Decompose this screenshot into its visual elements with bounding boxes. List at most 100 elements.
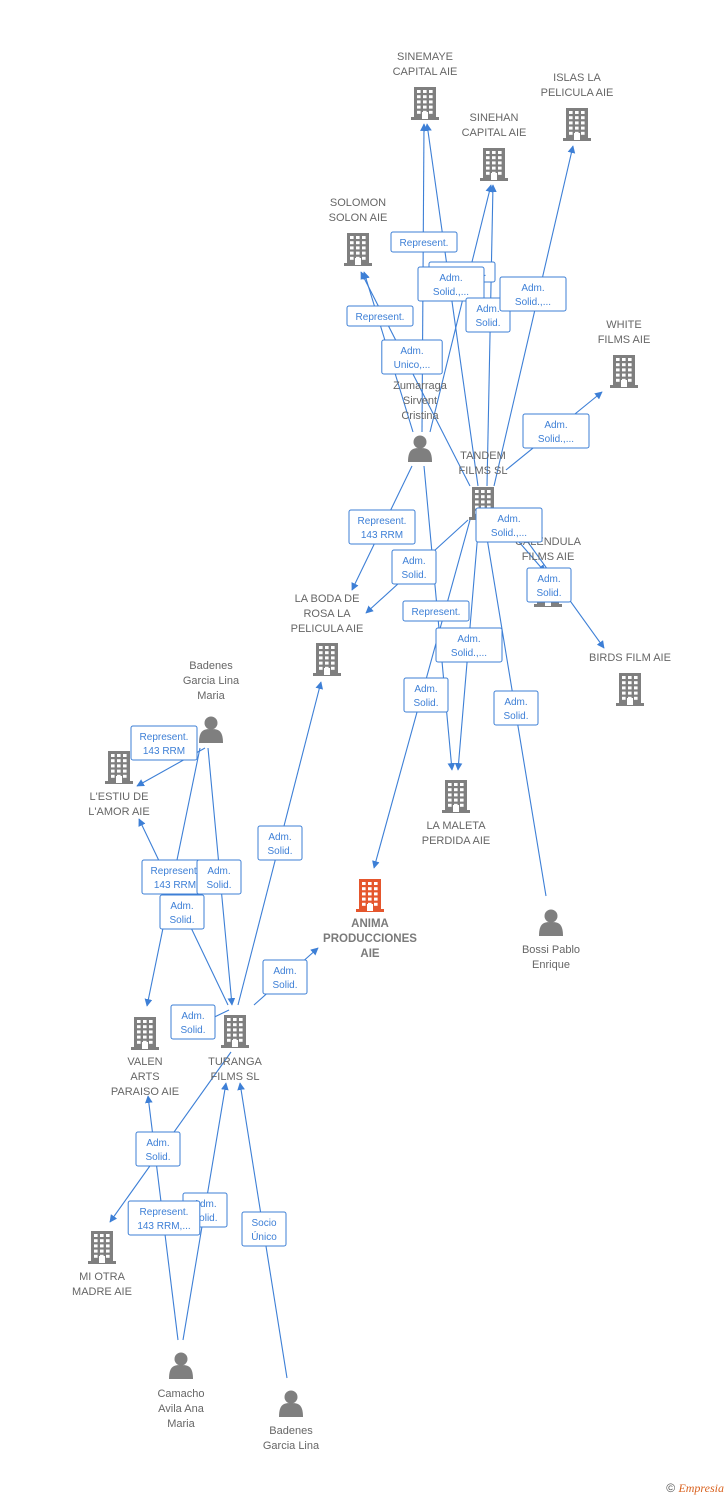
edge-label-badenes_m-to-turanga[interactable]: Adm.Solid. [196, 859, 242, 895]
edge-label-text: Adm. [537, 574, 560, 585]
node-label: ROSA LA [303, 608, 351, 620]
node-label: Bossi Pablo [522, 944, 580, 956]
building-icon [105, 751, 133, 784]
edge-label-text: 143 RRM [154, 880, 196, 891]
edge-label-turanga-to-anima[interactable]: Adm.Solid. [262, 959, 308, 995]
node-label: ANIMA [351, 918, 389, 930]
node-label: SOLON AIE [329, 212, 388, 224]
brand-logo[interactable]: Empresia [678, 1481, 724, 1495]
edge-label-tandem-to-islas[interactable]: Adm. Solid.,... [499, 276, 567, 312]
edge-label-text: 143 RRM [361, 530, 403, 541]
node-label: VALEN [127, 1056, 162, 1068]
edge-label-text: Adm. [457, 634, 480, 645]
edge-label-text: Solid. [503, 711, 528, 722]
node-label: MI OTRA [79, 1271, 125, 1283]
edge-label-tandem-to-sinehan[interactable]: Adm.Solid. [465, 297, 511, 333]
building-icon [480, 148, 508, 181]
node-label: PRODUCCIONES [323, 933, 417, 945]
edge-label-text: Solid.,... [491, 528, 527, 539]
node-label: Garcia Lina [183, 675, 240, 687]
node-islas[interactable]: ISLAS LA PELICULA AIE [541, 72, 614, 141]
edge-label-text: Adm. [273, 966, 296, 977]
edge-labels-layer: Represent.Represent.Represent.Represent.… [127, 231, 590, 1247]
edge-label-text: Adm. [521, 283, 544, 294]
edge-label-zumarraga-to-sinemaye[interactable]: Represent. [390, 231, 458, 253]
person-icon [408, 435, 432, 462]
node-label: PELICULA AIE [541, 87, 614, 99]
building-icon [616, 673, 644, 706]
node-label: Zumarraga [393, 380, 448, 392]
edge-label-turanga-to-valen[interactable]: Adm.Solid. [170, 1004, 216, 1040]
edge-label-zumarraga-to-solomon[interactable]: Represent. [346, 305, 414, 327]
edge-label-text: Adm. [146, 1138, 169, 1149]
edge-label-text: Adm. [544, 420, 567, 431]
edge-label-text: Adm. [504, 697, 527, 708]
edge-label-turanga-to-miotra[interactable]: Adm.Solid. [135, 1131, 181, 1167]
edge-label-tandem-to-sinemaye[interactable]: Adm. Solid.,... [417, 266, 485, 302]
node-label: L'AMOR AIE [88, 806, 149, 818]
node-label: WHITE [606, 319, 641, 331]
edge-label-tandem-to-boda[interactable]: Adm.Solid. [391, 549, 437, 585]
node-label: FILMS SL [459, 465, 508, 477]
edge-label-text: Solid. [192, 1213, 217, 1224]
node-birds[interactable]: BIRDS FILM AIE [589, 652, 671, 706]
edge-label-text: Adm. [170, 901, 193, 912]
edge-label-tandem-to-maleta[interactable]: Adm.Solid.,... [435, 627, 503, 663]
node-anima[interactable]: ANIMA PRODUCCIONES AIE [323, 879, 417, 960]
edge-label-bossi-to-tandem[interactable]: Adm. Solid. [493, 690, 539, 726]
edge-label-tandem-to-birds[interactable]: Adm.Solid. [526, 567, 572, 603]
edge-label-text: Unico,... [394, 360, 431, 371]
edge-label-camacho-to-miotra[interactable]: Represent.143 RRM,... [127, 1200, 201, 1236]
edge-label-text: Represent. [412, 607, 461, 618]
edge-label-tandem-to-anima[interactable]: Adm.Solid. [403, 677, 449, 713]
edge-label-text: Solid.,... [433, 287, 469, 298]
edge-label-text: Solid.,... [515, 297, 551, 308]
building-icon [88, 1231, 116, 1264]
edge-label-text: Represent. [400, 238, 449, 249]
edge-label-zumarraga-to-maleta[interactable]: Represent. [402, 600, 470, 622]
node-estiu[interactable]: L'ESTIU DEL'AMOR AIE [88, 751, 150, 818]
edge-label-zumarraga-to-boda[interactable]: Represent.143 RRM [348, 509, 416, 545]
edge-label-badenes_m-to-estiu[interactable]: Represent.143 RRM [130, 725, 198, 761]
edge-tandem-to-sinehan [486, 184, 497, 487]
building-icon [221, 1015, 249, 1048]
edge-label-text: Socio [251, 1218, 276, 1229]
node-label: LA BODA DE [295, 593, 360, 605]
node-label: Maria [197, 690, 225, 702]
edge-label-text: Adm. [207, 866, 230, 877]
node-label: CAPITAL AIE [393, 66, 458, 78]
edge-label-text: Represent. [140, 732, 189, 743]
edge-label-text: Adm. [268, 832, 291, 843]
edge-label-text: Adm. [439, 273, 462, 284]
node-label: TURANGA [208, 1056, 262, 1068]
node-label: AIE [360, 948, 380, 960]
node-label: SINEHAN [470, 112, 519, 124]
edge-label-text: Único [251, 1230, 277, 1243]
edge-label-tandem-to-white[interactable]: Adm. Solid.,... [522, 413, 590, 449]
building-icon [356, 879, 384, 912]
edge-label-text: Solid.,... [538, 434, 574, 445]
edge-label-badenes_m-to-valen[interactable]: Represent.143 RRM [141, 859, 209, 895]
edge-label-tandem-to-solomon[interactable]: Adm.Unico,... [381, 339, 443, 375]
edge-label-tandem-to-calendula[interactable]: Adm. Solid.,... [475, 507, 543, 543]
edge-label-text: Adm. [497, 514, 520, 525]
node-label: ISLAS LA [553, 72, 601, 84]
edge-label-turanga-to-boda[interactable]: Adm.Solid. [257, 825, 303, 861]
edge-label-turanga-to-estiu[interactable]: Adm.Solid. [159, 894, 205, 930]
